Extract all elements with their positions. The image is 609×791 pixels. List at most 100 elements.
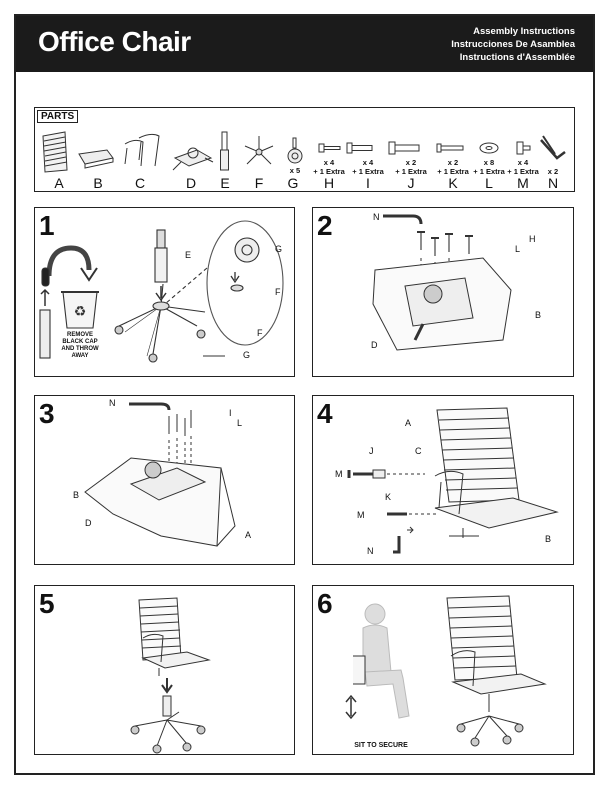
step-3-callout-a: A: [245, 530, 252, 540]
step-4-callout-c: C: [415, 446, 422, 456]
step-2-callout-n: N: [373, 212, 380, 222]
part-letter-i: I: [366, 175, 370, 191]
page-frame: [14, 14, 595, 775]
part-qty-k: x 2: [447, 158, 459, 167]
part-letter-l: L: [485, 175, 493, 191]
part-qty-j: x 2: [405, 158, 417, 167]
step-3-callout-i: I: [229, 408, 232, 418]
step-2-callout-b: B: [535, 310, 542, 320]
step-2-number: 2: [317, 210, 333, 241]
chair-top-icon: [138, 597, 211, 676]
part-extra-j: + 1 Extra: [395, 167, 427, 176]
bolts-h-icon: [417, 231, 473, 256]
part-letter-b: B: [93, 175, 103, 191]
step-5-number: 5: [39, 588, 55, 619]
step-3-illustration: [84, 402, 236, 547]
part-letter-c: C: [134, 175, 146, 191]
backrest-icon: [42, 131, 68, 173]
step-1-callout-f: F: [257, 328, 263, 338]
step-3-callout-d: D: [85, 518, 92, 528]
title-english: Assembly Instructions: [473, 26, 575, 37]
parts-illustrations: [42, 131, 566, 173]
mechanism-icon: [423, 284, 443, 304]
part-letter-h: H: [323, 175, 335, 191]
armrest-icon: [124, 133, 160, 167]
step-2-illustration: [372, 214, 512, 351]
part-letter-n: N: [547, 175, 559, 191]
part-qty-l: x 8: [483, 158, 495, 167]
step-6-illustration: [345, 595, 547, 747]
bolt-m-icon: [516, 141, 531, 155]
part-letter-g: G: [287, 175, 299, 191]
step-1-callout-g-zoom: G: [275, 244, 283, 254]
part-extra-l: + 1 Extra: [473, 167, 505, 176]
step-1-callout-g: G: [243, 350, 251, 360]
page-title: Office Chair: [38, 26, 191, 57]
step-2-callout-l: L: [515, 244, 521, 254]
step-1-panel: 1 ♻: [34, 207, 295, 377]
part-extra-m: + 1 Extra: [507, 167, 539, 176]
step-2-callout-h: H: [529, 234, 536, 244]
part-letter-e: E: [220, 175, 230, 191]
star-base-icon: [130, 695, 206, 754]
step-4-number: 4: [317, 398, 333, 429]
note-line-4: AWAY: [71, 353, 89, 359]
mechanism-icon: [144, 461, 162, 479]
part-extra-h: + 1 Extra: [313, 167, 345, 176]
title-spanish: Instrucciones De Asamblea: [451, 39, 575, 50]
step-1-illustration: ♻: [39, 220, 284, 363]
seat-icon: [78, 149, 114, 169]
chair-assembled-icon: [446, 595, 547, 747]
star-base-icon: [114, 283, 206, 363]
note-line-1: REMOVE: [66, 332, 93, 338]
step-3-callout-b: B: [73, 490, 80, 500]
person-sitting-icon: [362, 603, 410, 719]
part-qty-i: x 4: [362, 158, 374, 167]
part-letter-k: K: [448, 175, 458, 191]
step-1-note: REMOVE BLACK CAP AND THROW AWAY: [59, 332, 101, 360]
step-1-callout-e: E: [185, 250, 192, 260]
step-3-number: 3: [39, 398, 55, 429]
step-4-callout-k: K: [385, 492, 392, 502]
step-3-callout-l: L: [237, 418, 243, 428]
step-4-callout-n: N: [367, 546, 374, 556]
step-3-callout-n: N: [109, 398, 116, 408]
step-5-illustration: [130, 597, 211, 754]
step-1-callout-f-zoom: F: [275, 287, 281, 297]
step-4-panel: 4 A J C M K M B N: [312, 395, 574, 565]
step-6-note: SIT TO SECURE: [354, 742, 408, 749]
up-down-arrow-icon: [345, 694, 357, 720]
step-2-panel: 2 N H L B D: [312, 207, 574, 377]
step-1-number: 1: [39, 210, 55, 241]
note-line-3: AND THROW: [61, 346, 99, 352]
black-cap-icon: [41, 267, 50, 287]
part-letter-f: F: [254, 175, 264, 191]
caster-icon: [287, 137, 303, 164]
step-2-callout-d: D: [371, 340, 378, 350]
step-4-callout-j: J: [369, 446, 374, 456]
part-qty-h: x 4: [323, 158, 335, 167]
bolt-h-icon: [318, 143, 341, 153]
step-5-panel: 5: [34, 585, 295, 755]
part-letter-m: M: [517, 175, 529, 191]
allen-key-icon: [129, 402, 171, 411]
part-extra-i: + 1 Extra: [352, 167, 384, 176]
part-qty-g: x 5: [289, 166, 301, 175]
bolt-k-icon: [436, 143, 464, 153]
step-4-callout-b: B: [545, 534, 552, 544]
gas-lift-icon: [220, 131, 229, 171]
bolts-i-icon: [168, 410, 192, 436]
bolt-i-icon: [346, 142, 373, 154]
step-4-callout-a: A: [405, 418, 412, 428]
part-letter-d: D: [185, 175, 197, 191]
caster-zoom-icon: [234, 237, 260, 263]
part-letter-j: J: [407, 175, 415, 191]
star-base-icon: [244, 136, 274, 165]
step-4-illustration: [347, 407, 559, 554]
part-extra-k: + 1 Extra: [437, 167, 469, 176]
washer-icon: [479, 142, 499, 154]
part-qty-m: x 4: [517, 158, 529, 167]
note-line-2: BLACK CAP: [62, 339, 98, 345]
bolt-j-icon: [388, 141, 420, 155]
parts-panel: PARTS A B C D E F G H I J K L M N x 5 x …: [34, 107, 575, 192]
